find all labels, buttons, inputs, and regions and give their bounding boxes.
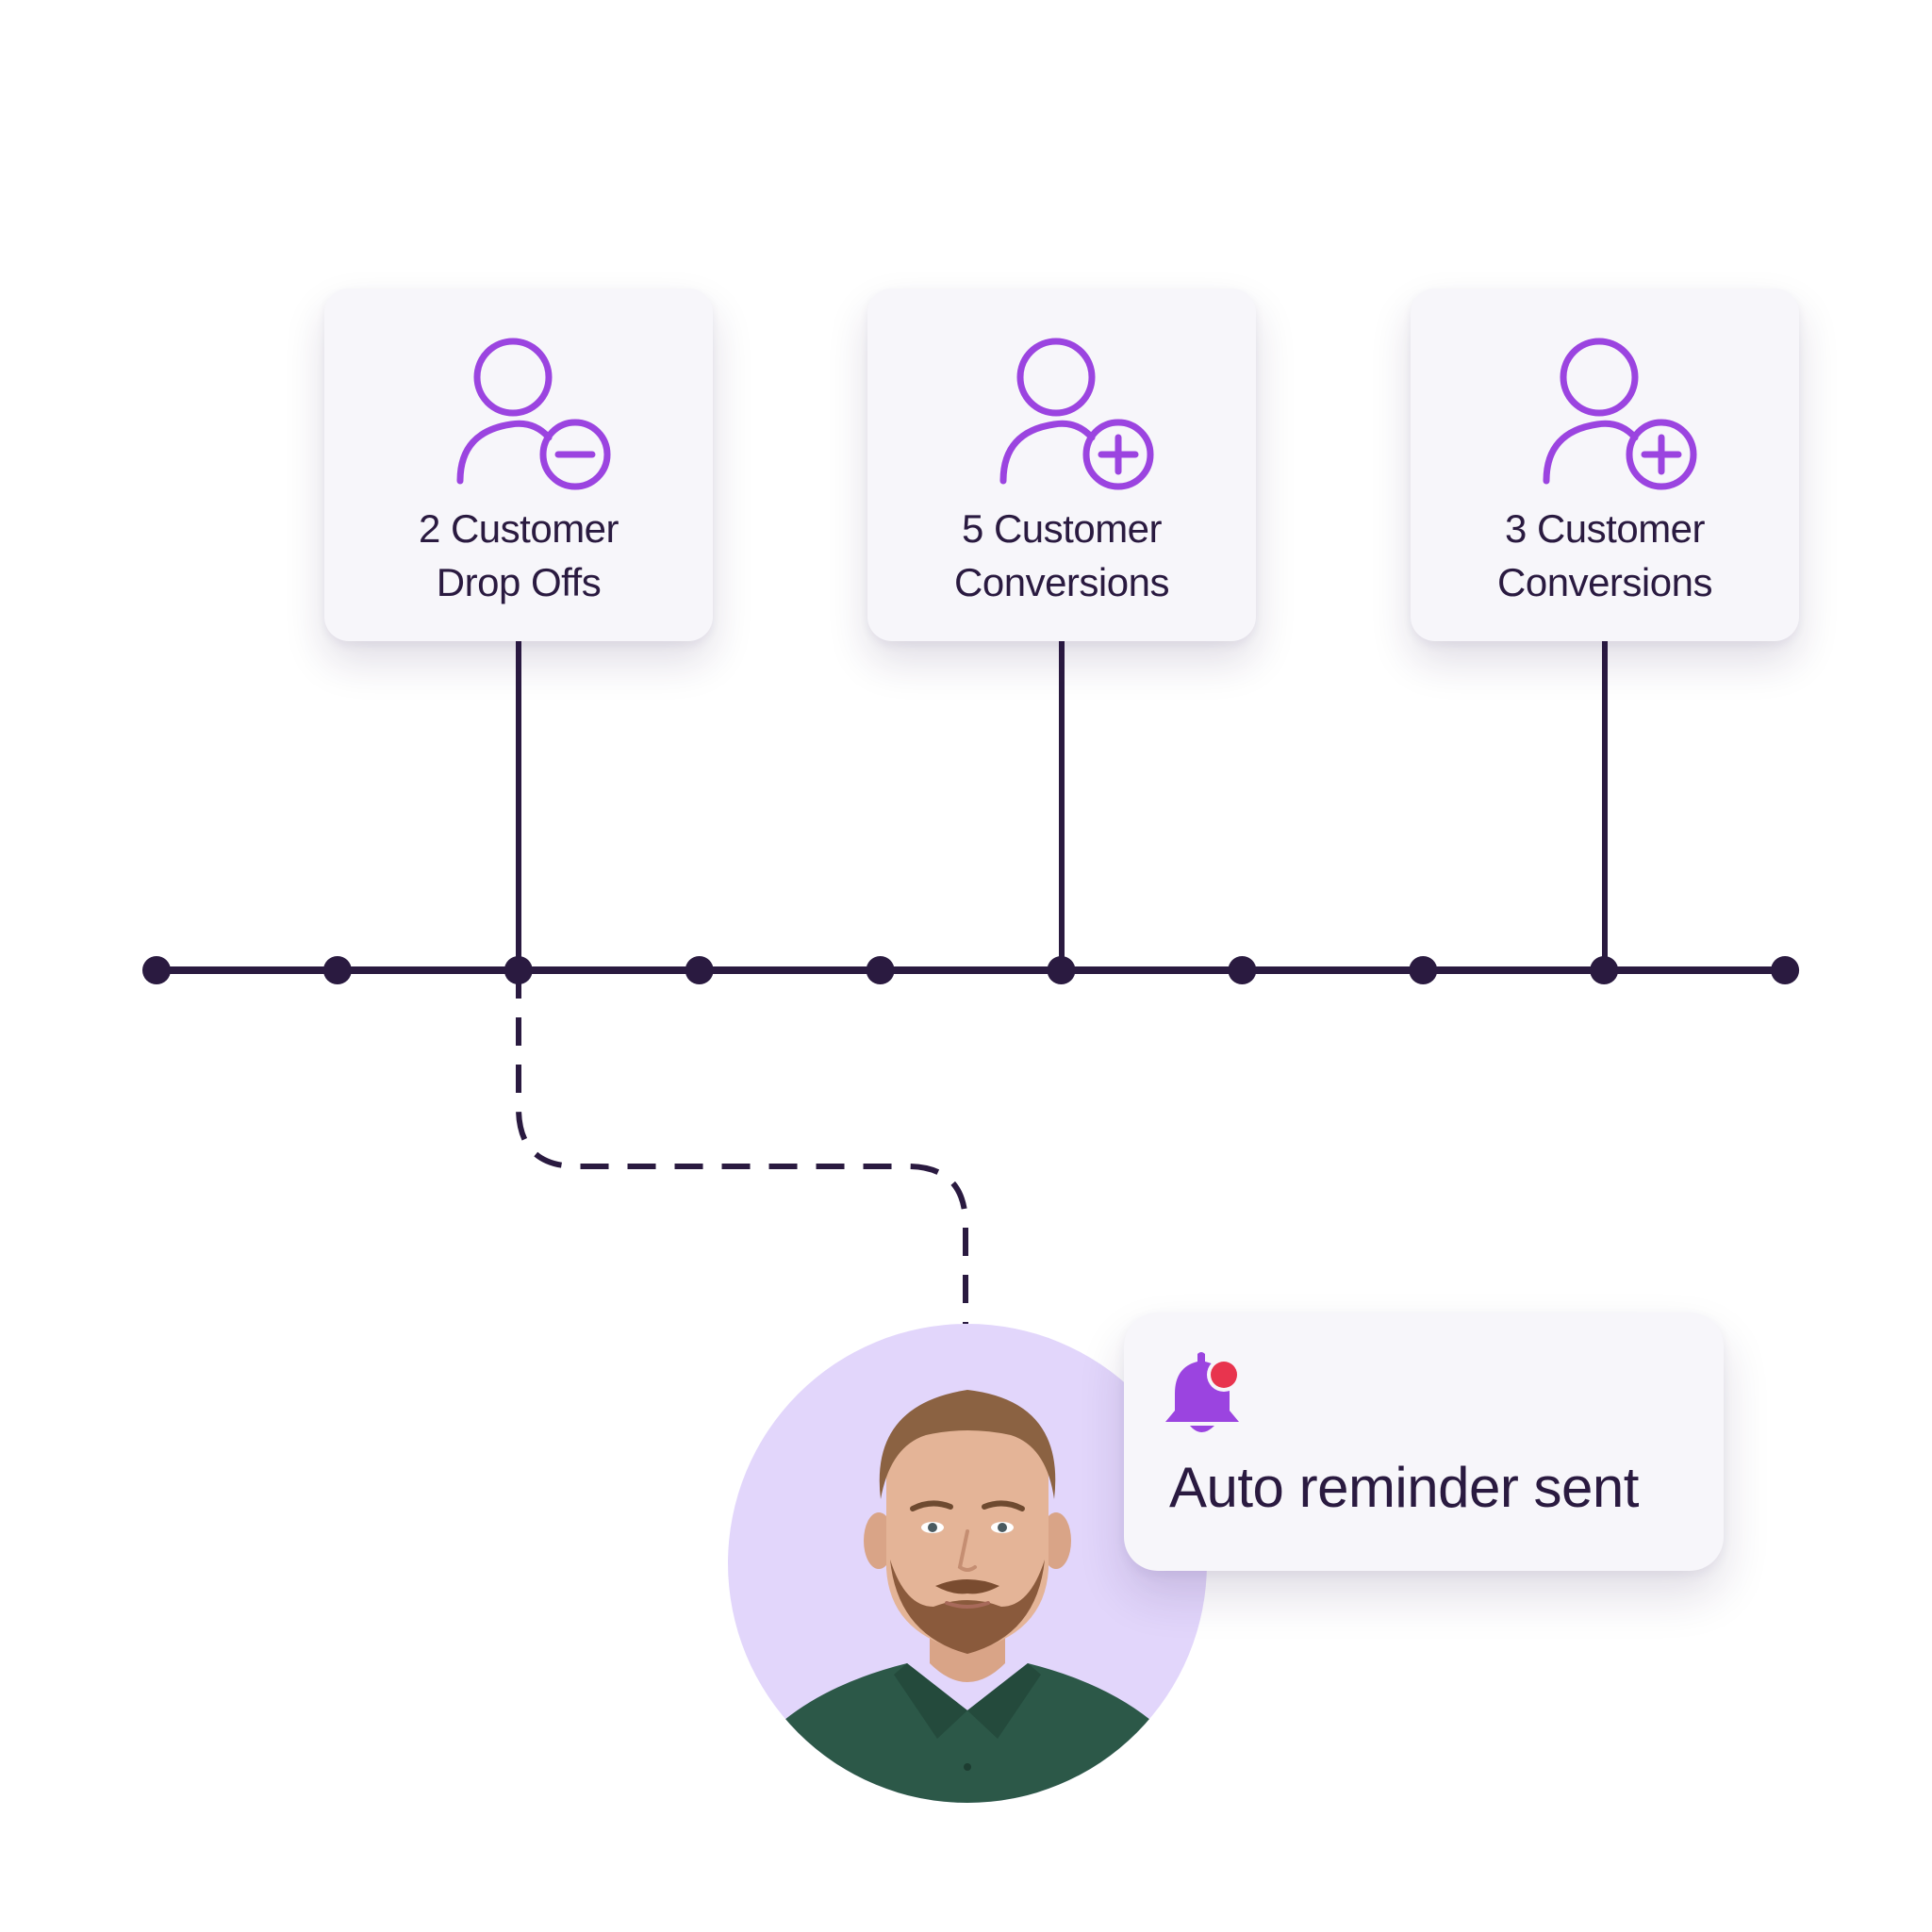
card-label-line2: Drop Offs xyxy=(436,560,602,604)
card-label-line2: Conversions xyxy=(1497,560,1712,604)
conversions-card: 3 Customer Conversions xyxy=(1411,289,1799,641)
card-label: 2 Customer Drop Offs xyxy=(324,502,713,609)
conversions-card: 5 Customer Conversions xyxy=(867,289,1256,641)
reminder-dashed-path xyxy=(516,970,968,1324)
timeline-node xyxy=(1228,956,1257,984)
timeline-node xyxy=(685,956,714,984)
user-plus-icon xyxy=(1543,338,1697,490)
timeline-node xyxy=(322,956,352,984)
user-plus-icon xyxy=(999,338,1154,490)
card-label-line1: 2 Customer xyxy=(418,506,619,551)
timeline-node xyxy=(142,956,171,984)
drop-offs-card: 2 Customer Drop Offs xyxy=(324,289,713,641)
card-label-line1: 3 Customer xyxy=(1504,506,1706,551)
timeline-node xyxy=(866,956,895,984)
notification-message: Auto reminder sent xyxy=(1169,1456,1639,1519)
timeline-node xyxy=(1771,956,1800,984)
timeline-node xyxy=(1409,956,1438,984)
card-label-line1: 5 Customer xyxy=(961,506,1163,551)
notification-toast: Auto reminder sent xyxy=(1124,1313,1724,1571)
avatar-shirt xyxy=(766,1663,1169,1803)
card-connectors xyxy=(516,641,1608,970)
card-label: 5 Customer Conversions xyxy=(867,502,1256,609)
timeline-nodes xyxy=(142,956,1800,984)
timeline-node xyxy=(1047,956,1076,984)
bell-icon xyxy=(1165,1352,1241,1432)
card-label: 3 Customer Conversions xyxy=(1411,502,1799,609)
timeline-node xyxy=(1590,956,1619,984)
user-minus-icon xyxy=(456,338,611,490)
card-label-line2: Conversions xyxy=(954,560,1169,604)
